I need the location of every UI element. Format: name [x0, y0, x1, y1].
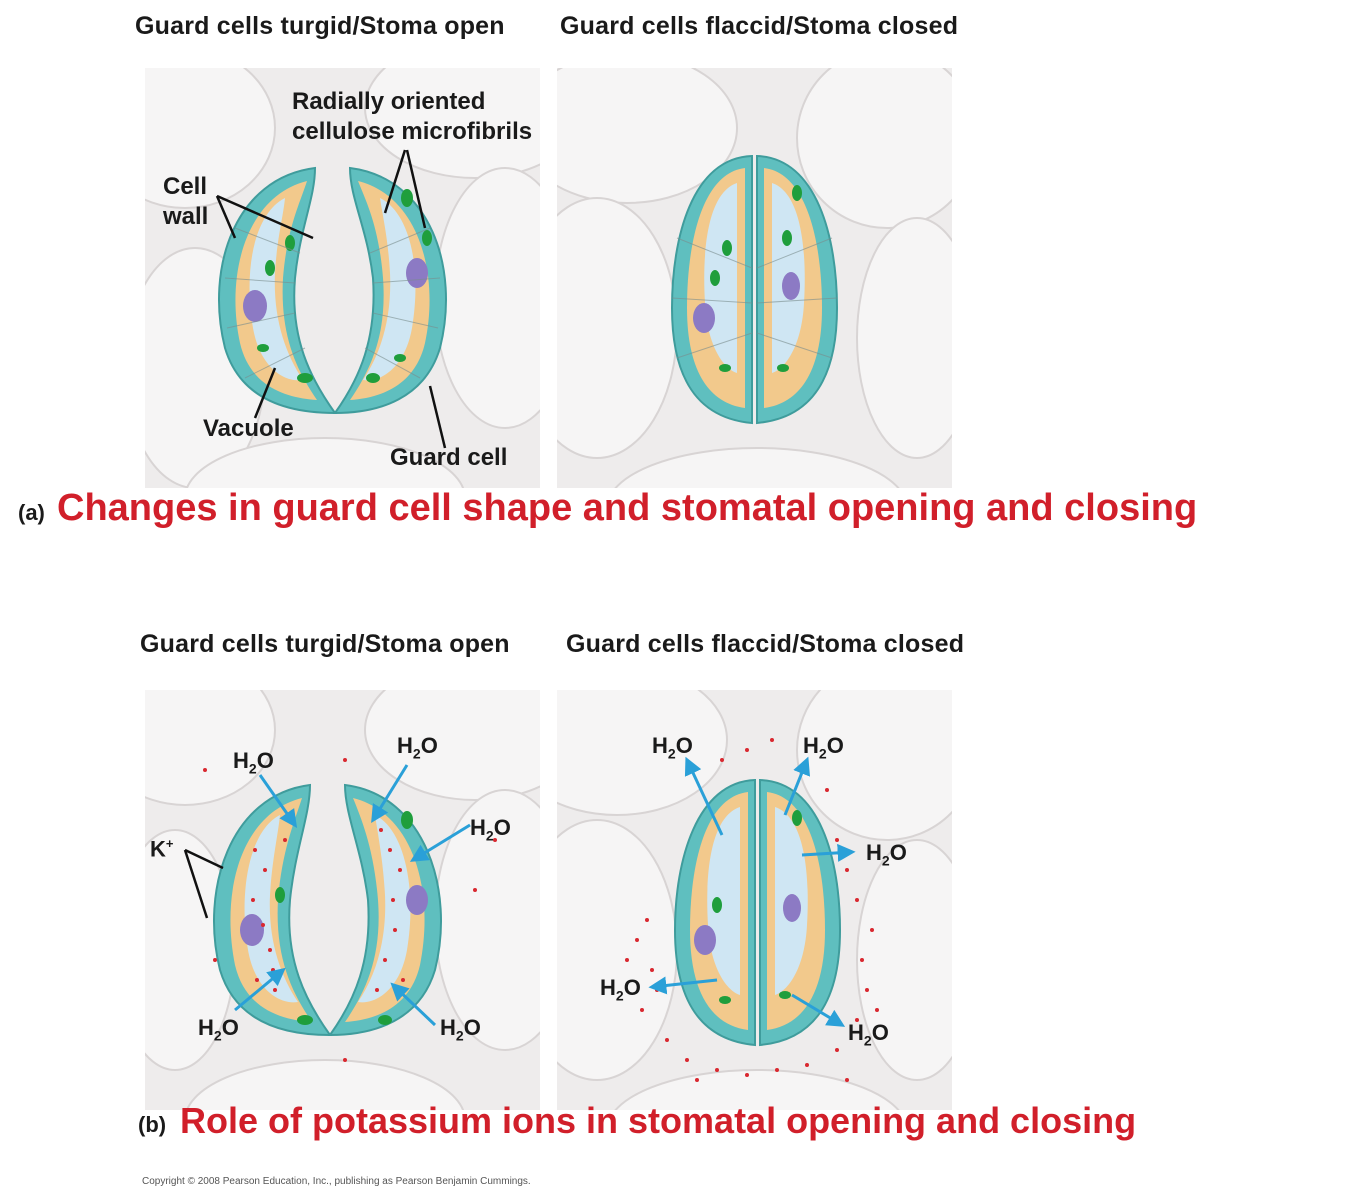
- h2o-label-b1-right: H2O: [470, 815, 511, 843]
- potassium-closed-drawing: [557, 690, 952, 1110]
- h2o-label-b2-bottom-right: H2O: [848, 1020, 889, 1048]
- panel-a-closed-stoma: [557, 68, 952, 488]
- h2o-label-b2-top-left: H2O: [652, 733, 693, 761]
- label-cell-wall-line2: wall: [163, 202, 208, 232]
- closed-left-guard-cell: [672, 156, 752, 423]
- right-guard-cell: [335, 168, 446, 413]
- copyright-notice: Copyright © 2008 Pearson Education, Inc.…: [142, 1176, 531, 1187]
- h2o-label-b2-left: H2O: [600, 975, 641, 1003]
- section-a-header-flaccid: Guard cells flaccid/Stoma closed: [560, 12, 958, 41]
- h2o-label-b1-bottom-left: H2O: [198, 1015, 239, 1043]
- h2o-label-b2-top-right: H2O: [803, 733, 844, 761]
- h2o-label-b1-bottom-right: H2O: [440, 1015, 481, 1043]
- section-b-header-flaccid: Guard cells flaccid/Stoma closed: [566, 630, 964, 659]
- label-guard-cell: Guard cell: [390, 443, 507, 473]
- h2o-label-b1-top-left: H2O: [233, 748, 274, 776]
- section-a-caption: Changes in guard cell shape and stomatal…: [57, 487, 1197, 530]
- label-vacuole: Vacuole: [203, 414, 294, 444]
- section-b-letter: (b): [138, 1112, 166, 1138]
- h2o-label-b1-top-right: H2O: [397, 733, 438, 761]
- section-a-header-turgid: Guard cells turgid/Stoma open: [135, 12, 505, 41]
- potassium-open-drawing: [145, 690, 540, 1110]
- closed-stoma-drawing: [557, 68, 952, 488]
- potassium-ion-label: K+: [150, 836, 173, 862]
- panel-b-closed-stoma: [557, 690, 952, 1110]
- h2o-label-b2-right: H2O: [866, 840, 907, 868]
- panel-b-open-stoma: [145, 690, 540, 1110]
- label-microfibrils-line1: Radially oriented: [292, 87, 485, 117]
- section-b-header-turgid: Guard cells turgid/Stoma open: [140, 630, 510, 659]
- section-b-caption: Role of potassium ions in stomatal openi…: [180, 1100, 1136, 1142]
- label-cell-wall-line1: Cell: [163, 172, 207, 202]
- label-microfibrils-line2: cellulose microfibrils: [292, 117, 532, 147]
- section-a-letter: (a): [18, 500, 45, 526]
